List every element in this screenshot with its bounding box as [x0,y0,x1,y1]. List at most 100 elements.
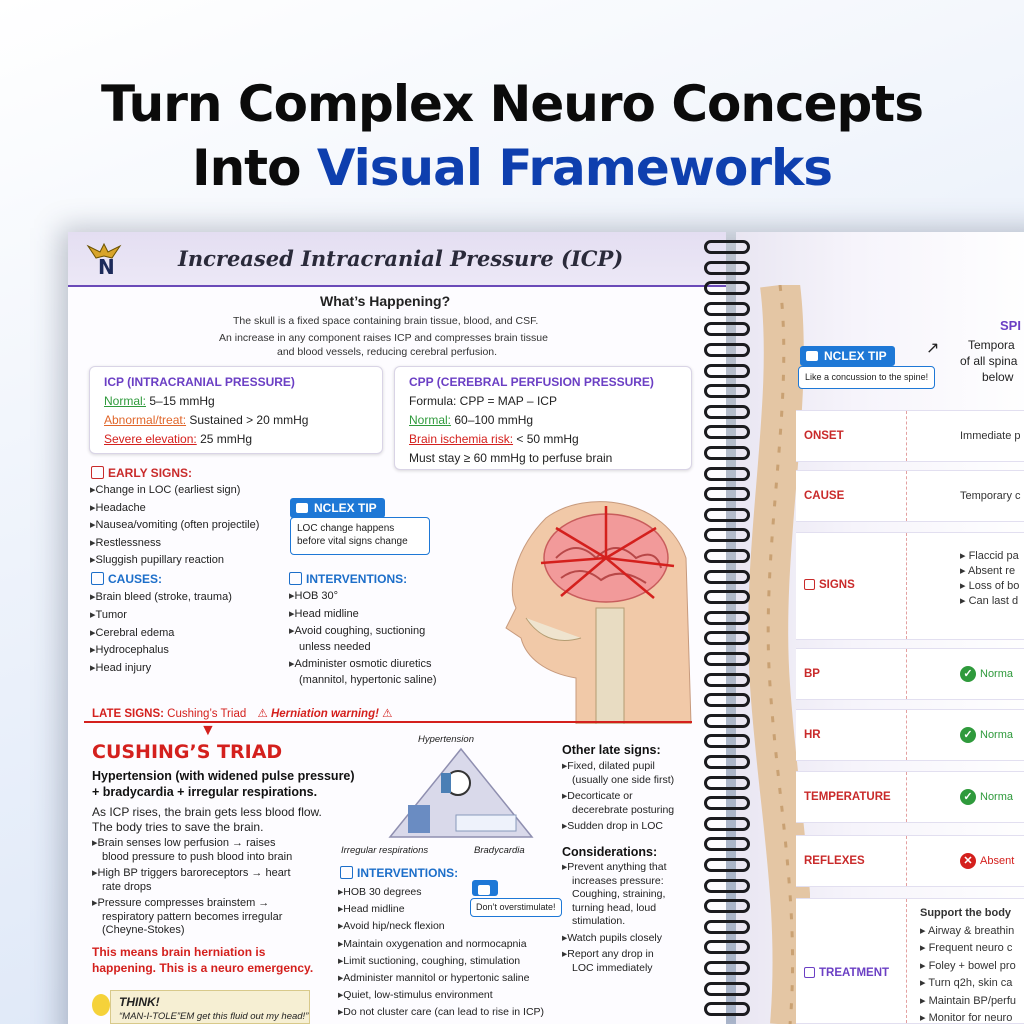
row-label: REFLEXES [804,855,865,867]
curved-arrow-icon: ↗ [926,340,940,357]
cushing-title: CUSHING’S TRIAD [92,741,283,763]
list-item: Head midline [338,901,544,918]
signs-value: Absent re [967,565,1016,577]
row-value: Temporary c [960,490,1021,502]
gear-icon [804,967,815,978]
spiral-ring [704,528,750,543]
list-item: ▸ Loss of bo [960,580,1020,592]
whats-happening-line-3: and blood vessels, reducing cerebral per… [277,346,498,358]
icp-severe-value: 25 mmHg [196,432,253,446]
table-row-bp: BP ✓Norma [796,648,1024,700]
list-item: Decorticate or [562,789,674,803]
row-label: ONSET [804,430,844,442]
list-item: Quiet, low-stimulus environment [338,987,544,1004]
cpp-must: Must stay ≥ 60 mmHg to perfuse brain [409,451,613,465]
list-item: ▸ Maintain BP/perfu [920,994,1017,1007]
nclex-tip-box: LOC change happens before vital signs ch… [290,517,430,555]
table-row-reflexes: REFLEXES ✕Absent [796,835,1024,887]
row-divider [906,471,907,521]
list-item: Head injury [90,660,232,678]
row-divider [906,710,907,760]
list-item-cont: (mannitol, hypertonic saline) [299,673,437,686]
spiral-ring [704,610,750,625]
cpp-risk-value: < 50 mmHg [513,432,579,446]
row-divider [906,772,907,822]
interventions-title: INTERVENTIONS: [306,572,408,586]
row-label: BP [804,668,820,680]
spiral-ring [704,281,750,296]
right-note-2: of all spina [960,354,1018,368]
list-item: Report any drop in [562,948,667,962]
list-item-cont: decerebrate posturing [572,804,675,816]
spiral-ring [704,919,750,934]
spiral-ring [704,301,750,316]
icp-normal-label: Normal: [104,394,147,408]
treatment-title: Support the body [920,907,1012,919]
row-value: Immediate p [960,430,1021,442]
list-item-cont: blood pressure to push blood into brain [102,850,293,863]
spiral-ring [704,466,750,481]
whats-happening-heading: What’s Happening? [320,293,451,309]
spiral-ring [704,878,750,893]
whats-happening-line-2: An increase in any component raises ICP … [219,332,548,344]
icp-severe: Severe elevation: 25 mmHg [104,432,252,446]
interventions-2-title: INTERVENTIONS: [357,866,459,880]
row-divider [906,533,907,639]
checklist-icon [289,572,302,585]
cpp-box: CPP (CEREBRAL PERFUSION PRESSURE) Formul… [394,366,692,470]
late-signs-label: LATE SIGNS: [92,708,164,720]
other-late-list: Fixed, dilated pupil (usually one side f… [562,759,674,833]
list-item: Limit suctioning, coughing, stimulation [338,953,544,970]
spiral-ring [704,425,750,440]
interventions-2-heading: INTERVENTIONS: [340,866,458,880]
spiral-ring [704,631,750,646]
clipboard-icon [91,572,104,585]
spiral-ring [704,343,750,357]
spiral-binding [704,240,750,1024]
early-signs-title: EARLY SIGNS: [108,466,193,480]
lightbulb-icon [92,994,110,1016]
emergency-line-1: This means brain herniation is [92,945,266,959]
cpp-normal-value: 60–100 mmHg [451,413,534,427]
svg-text:N: N [98,255,115,279]
cpp-formula: Formula: CPP = MAP – ICP [409,394,557,408]
considerations-list: Prevent anything that increases pressure… [562,861,667,975]
row-divider [906,899,907,1023]
spiral-ring [704,816,750,831]
causes-list: Brain bleed (stroke, trauma) Tumor Cereb… [90,589,232,678]
row-value: ✓Norma [960,789,1013,805]
list-item: Headache [90,500,259,518]
warning-icon: ⚠ [382,708,393,720]
interventions-heading: INTERVENTIONS: [289,572,407,586]
headline-prefix: Into [191,139,317,197]
row-label: CAUSE [804,490,845,502]
cpp-risk: Brain ischemia risk: < 50 mmHg [409,432,579,446]
herniation-warning: Herniation warning! [270,708,379,720]
icp-normal: Normal: 5–15 mmHg [104,394,215,408]
treatment-value: Foley + bowel pro [928,959,1016,972]
list-item: ▸ Frequent neuro c [920,942,1013,954]
right-heading: SPI [1000,318,1021,333]
list-item: Maintain oxygenation and normocapnia [338,936,544,953]
signs-value: Flaccid pa [968,550,1019,562]
headline-line-2: Into Visual Frameworks [0,136,1024,200]
spiral-ring [704,1002,750,1017]
cpp-normal: Normal: 60–100 mmHg [409,413,533,427]
temperature-value: Norma [980,790,1014,803]
list-item: Restlessness [90,535,259,553]
page-title: Increased Intracranial Pressure (ICP) [178,246,624,271]
emergency-line-2: happening. This is a neuro emergency. [92,961,314,975]
spiral-ring [704,858,750,872]
table-row-onset: ONSET Immediate p [796,410,1024,462]
list-item: ▸ Foley + bowel pro [920,959,1016,972]
signs-value: Can last d [968,595,1019,607]
row-values: ▸ Flaccid pa ▸ Absent re ▸ Loss of bo ▸ … [960,549,1019,609]
list-item-cont: Coughing, straining, [572,888,666,900]
spiral-ring [704,363,750,378]
spiral-ring [704,734,750,749]
cpp-box-title: CPP (CEREBRAL PERFUSION PRESSURE) [409,375,654,389]
nclex-tip-text-2: before vital signs change [297,536,408,547]
treatment-value: Maintain BP/perfu [928,994,1017,1007]
list-item: Do not cluster care (can lead to rise in… [338,1004,544,1021]
icp-box: ICP (INTRACRANIAL PRESSURE) Normal: 5–15… [89,366,383,454]
